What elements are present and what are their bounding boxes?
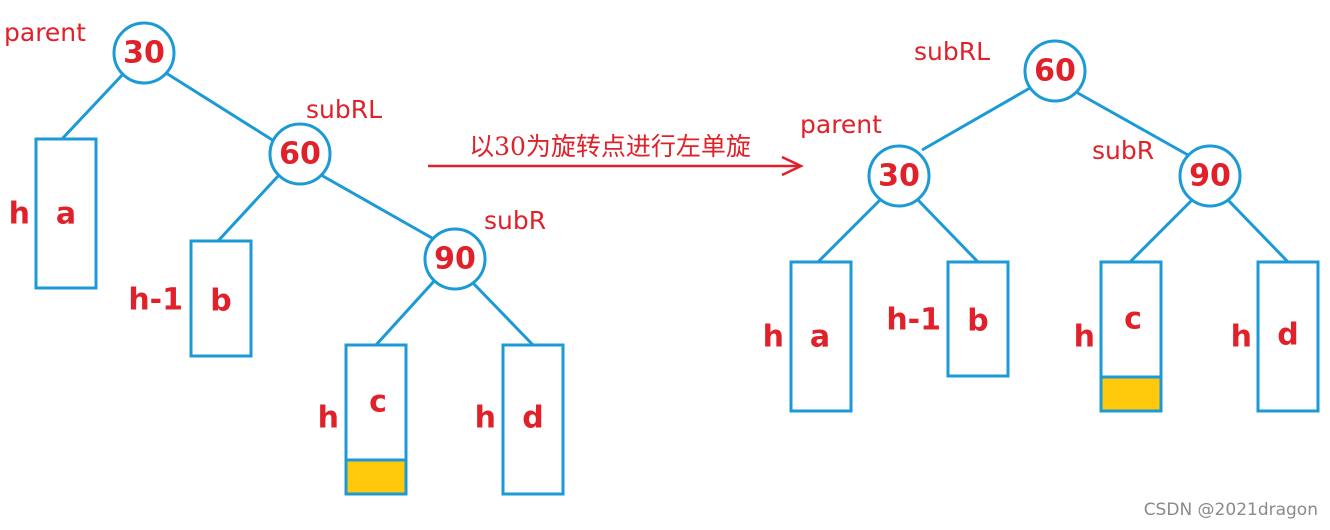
edge-30-a bbox=[816, 198, 882, 264]
edge-30-a bbox=[60, 70, 127, 141]
node-90 bbox=[1178, 144, 1242, 208]
subtree-d-box bbox=[1256, 260, 1320, 413]
node-30 bbox=[867, 144, 931, 208]
subtree-b-height: h-1 bbox=[128, 283, 183, 318]
subtree-b-name: b bbox=[967, 304, 988, 339]
node-30 bbox=[112, 21, 176, 85]
edge-90-c bbox=[1128, 198, 1194, 264]
subtree-d-height: h bbox=[1231, 320, 1252, 355]
label-parent: parent bbox=[800, 110, 882, 139]
subtree-c-height: h bbox=[318, 401, 339, 436]
subtree-a-name: a bbox=[56, 197, 76, 232]
before-tree: a h b h-1 c h d h 30 60 90 parent subRL … bbox=[4, 18, 565, 496]
label-parent: parent bbox=[4, 18, 86, 47]
rotation-arrow-head-icon bbox=[781, 155, 804, 177]
subtree-b-name: b bbox=[210, 284, 231, 319]
node-60 bbox=[1023, 39, 1087, 103]
subtree-a-height: h bbox=[9, 197, 30, 232]
rotation-caption: 以30为旋转点进行左单旋 bbox=[469, 132, 751, 161]
subtree-c-height: h bbox=[1074, 320, 1095, 355]
subtree-a-box bbox=[34, 137, 98, 290]
label-subR: subR bbox=[484, 206, 546, 235]
rotation-arrow-group: 以30为旋转点进行左单旋 bbox=[428, 132, 804, 177]
subtree-b-height: h-1 bbox=[886, 303, 941, 338]
subtree-a-name: a bbox=[810, 320, 830, 355]
subtree-a-box bbox=[789, 260, 853, 413]
subtree-c-name: c bbox=[369, 385, 387, 420]
after-tree: a h b h-1 c h d h 60 30 90 subRL parent … bbox=[763, 37, 1320, 413]
edge-30-b bbox=[916, 198, 980, 264]
node-90-value: 90 bbox=[434, 242, 476, 277]
subtree-a-height: h bbox=[763, 320, 784, 355]
edge-30-60 bbox=[165, 71, 275, 143]
subtree-c-inserted-node bbox=[1099, 375, 1163, 413]
watermark: CSDN @2021dragon bbox=[1144, 500, 1318, 520]
subtree-c-inserted-node bbox=[344, 458, 408, 496]
subtree-c-name: c bbox=[1124, 302, 1142, 337]
subtree-d-height: h bbox=[475, 401, 496, 436]
edge-60-b bbox=[216, 172, 282, 243]
label-subR: subR bbox=[1092, 136, 1154, 165]
node-90-value: 90 bbox=[1189, 159, 1231, 194]
node-30-value: 30 bbox=[123, 36, 165, 71]
node-90 bbox=[423, 227, 487, 291]
edge-60-30 bbox=[921, 86, 1031, 152]
edge-60-90 bbox=[320, 173, 433, 240]
label-subRL: subRL bbox=[914, 37, 990, 66]
node-60 bbox=[268, 122, 332, 186]
node-30-value: 30 bbox=[878, 159, 920, 194]
edge-90-c bbox=[374, 277, 438, 347]
edge-60-90 bbox=[1075, 90, 1189, 157]
node-60-value: 60 bbox=[1034, 54, 1076, 89]
subtree-d-name: d bbox=[522, 401, 543, 436]
subtree-b-box bbox=[946, 260, 1010, 378]
node-60-value: 60 bbox=[279, 137, 321, 172]
subtree-d-name: d bbox=[1277, 318, 1298, 353]
subtree-b-box bbox=[189, 239, 253, 358]
subtree-d-box bbox=[501, 343, 565, 496]
edge-90-d bbox=[1226, 198, 1290, 264]
edge-90-d bbox=[471, 281, 535, 347]
label-subRL: subRL bbox=[306, 95, 382, 124]
